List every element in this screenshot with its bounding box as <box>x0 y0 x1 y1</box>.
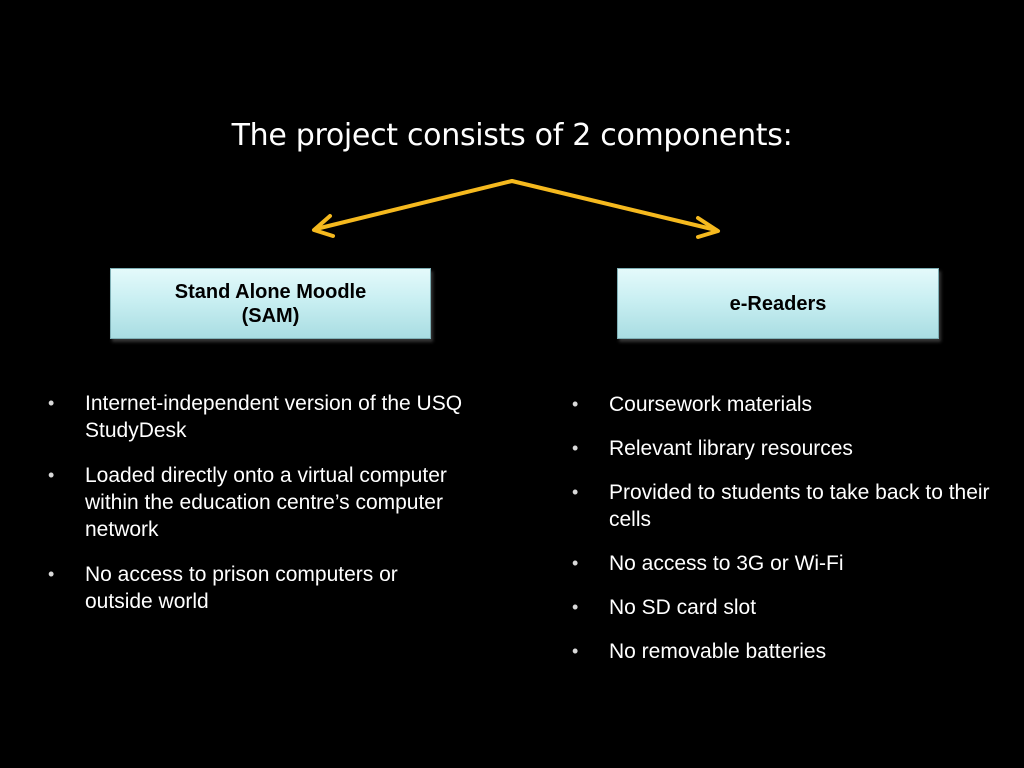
arrow-right-head <box>696 216 720 239</box>
list-item: •Relevant library resources <box>572 437 853 460</box>
list-item: •Coursework materials <box>572 393 813 416</box>
bullet-icon: • <box>48 465 55 485</box>
list-item: •No access to prison computers or outsid… <box>48 563 398 613</box>
list-item: •No SD card slot <box>572 596 757 619</box>
arrow-right <box>510 179 718 232</box>
arrow-left-head <box>312 214 335 238</box>
component-label-line1: Stand Alone Moodle <box>174 280 367 303</box>
slide-title: The project consists of 2 components: <box>231 118 793 153</box>
list-item: •Provided to students to take back to th… <box>572 481 990 531</box>
list-item: •No removable batteries <box>572 640 827 663</box>
bullet-icon: • <box>572 641 579 661</box>
component-label-line2: (SAM) <box>241 304 300 327</box>
bullet-icon: • <box>572 482 579 502</box>
ereaders-bullet-list: •Coursework materials •Relevant library … <box>570 391 990 682</box>
bullet-icon: • <box>572 394 579 414</box>
sam-bullet-list: •Internet-independent version of the USQ… <box>46 390 466 633</box>
bullet-icon: • <box>48 564 55 584</box>
bullet-icon: • <box>572 438 579 458</box>
bullet-icon: • <box>572 553 579 573</box>
component-label: e-Readers <box>729 292 827 315</box>
arrow-left <box>314 179 514 231</box>
component-box-ereaders: e-Readers <box>617 268 939 339</box>
list-item: •Loaded directly onto a virtual computer… <box>48 464 447 541</box>
component-box-sam: Stand Alone Moodle (SAM) <box>110 268 431 339</box>
bullet-icon: • <box>48 393 55 413</box>
bullet-icon: • <box>572 597 579 617</box>
list-item: •Internet-independent version of the USQ… <box>48 392 463 442</box>
list-item: •No access to 3G or Wi-Fi <box>572 552 844 575</box>
